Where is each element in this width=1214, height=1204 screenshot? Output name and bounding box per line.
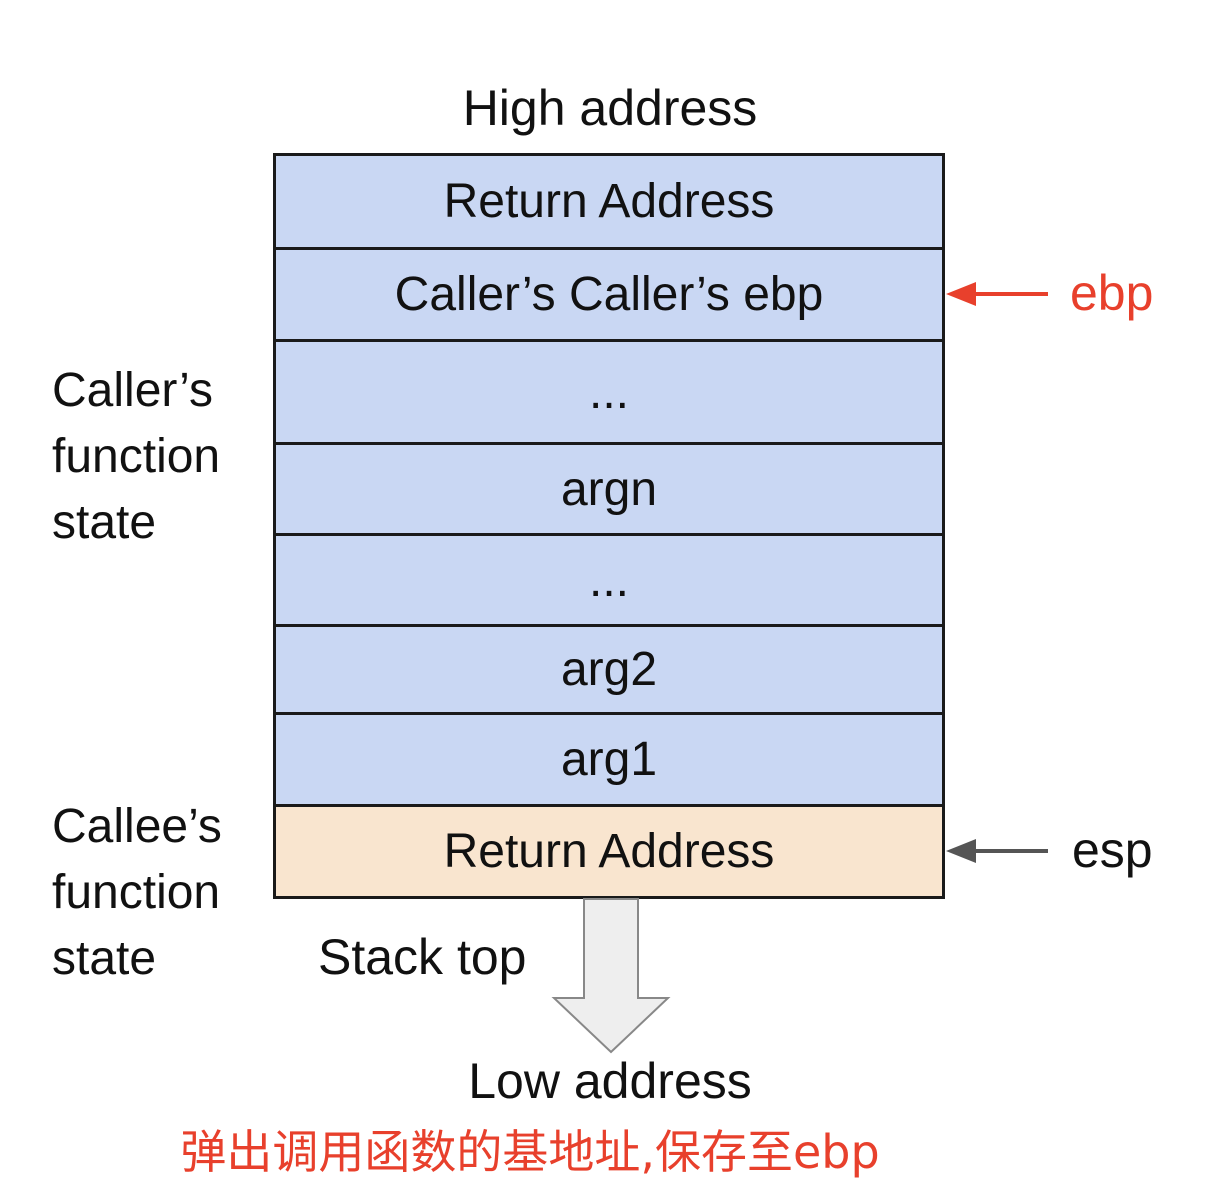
stack-cell-arg1: arg1 xyxy=(273,712,945,807)
callers-function-state-label: Caller’s function state xyxy=(52,358,267,556)
callees-label-line: function xyxy=(52,866,221,919)
callees-function-state-label: Callee’s function state xyxy=(52,794,267,992)
esp-pointer-arrow xyxy=(946,839,1048,863)
stack-growth-down-arrow xyxy=(551,898,671,1054)
stack-cell-arg2: arg2 xyxy=(273,624,945,715)
callees-label-line: Callee’s xyxy=(52,800,222,853)
stack-cell-label: ... xyxy=(588,553,629,607)
stack-cell-label: argn xyxy=(560,462,658,516)
callers-label-line: function xyxy=(52,430,221,483)
high-address-label: High address xyxy=(462,80,758,136)
callees-label-line: state xyxy=(52,932,157,985)
stack-cell-label: Return Address xyxy=(443,175,775,228)
stack-cell-label: Caller’s Caller’s ebp xyxy=(394,268,824,321)
low-address-label: Low address xyxy=(468,1053,752,1109)
stack-cell-callers-caller-ebp: Caller’s Caller’s ebp xyxy=(273,247,945,342)
stack-cell-return-address-callee: Return Address xyxy=(273,804,945,899)
caption-text: 弹出调用函数的基地址,保存至ebp xyxy=(180,1125,880,1179)
ebp-pointer-arrow xyxy=(946,282,1048,306)
callers-label-line: state xyxy=(52,496,157,549)
stack-cell-label: arg2 xyxy=(560,643,658,696)
esp-pointer-label: esp xyxy=(1072,822,1153,878)
stack-top-label: Stack top xyxy=(318,929,527,985)
stack-cell-label: Return Address xyxy=(443,825,775,878)
stack-cell-label: arg1 xyxy=(560,733,658,786)
stack-cell-return-address-caller: Return Address xyxy=(273,153,945,250)
stack-cell-ellipsis-lower: ... xyxy=(273,533,945,627)
callers-label-line: Caller’s xyxy=(52,364,213,417)
ebp-pointer-label: ebp xyxy=(1070,265,1154,321)
stack-cell-label: ... xyxy=(588,365,629,419)
